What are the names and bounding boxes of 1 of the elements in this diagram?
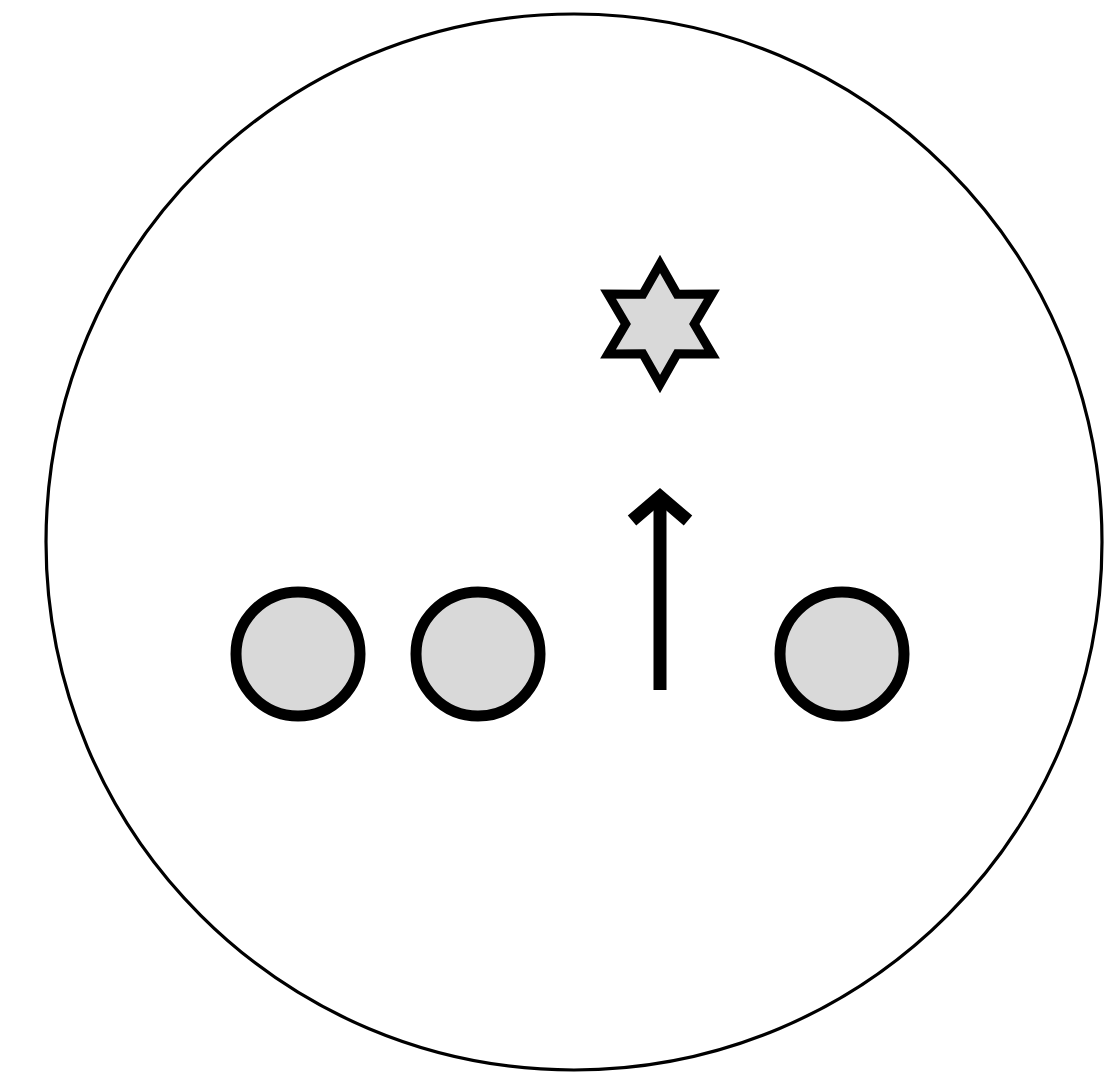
circle-shape bbox=[44, 12, 1104, 1072]
